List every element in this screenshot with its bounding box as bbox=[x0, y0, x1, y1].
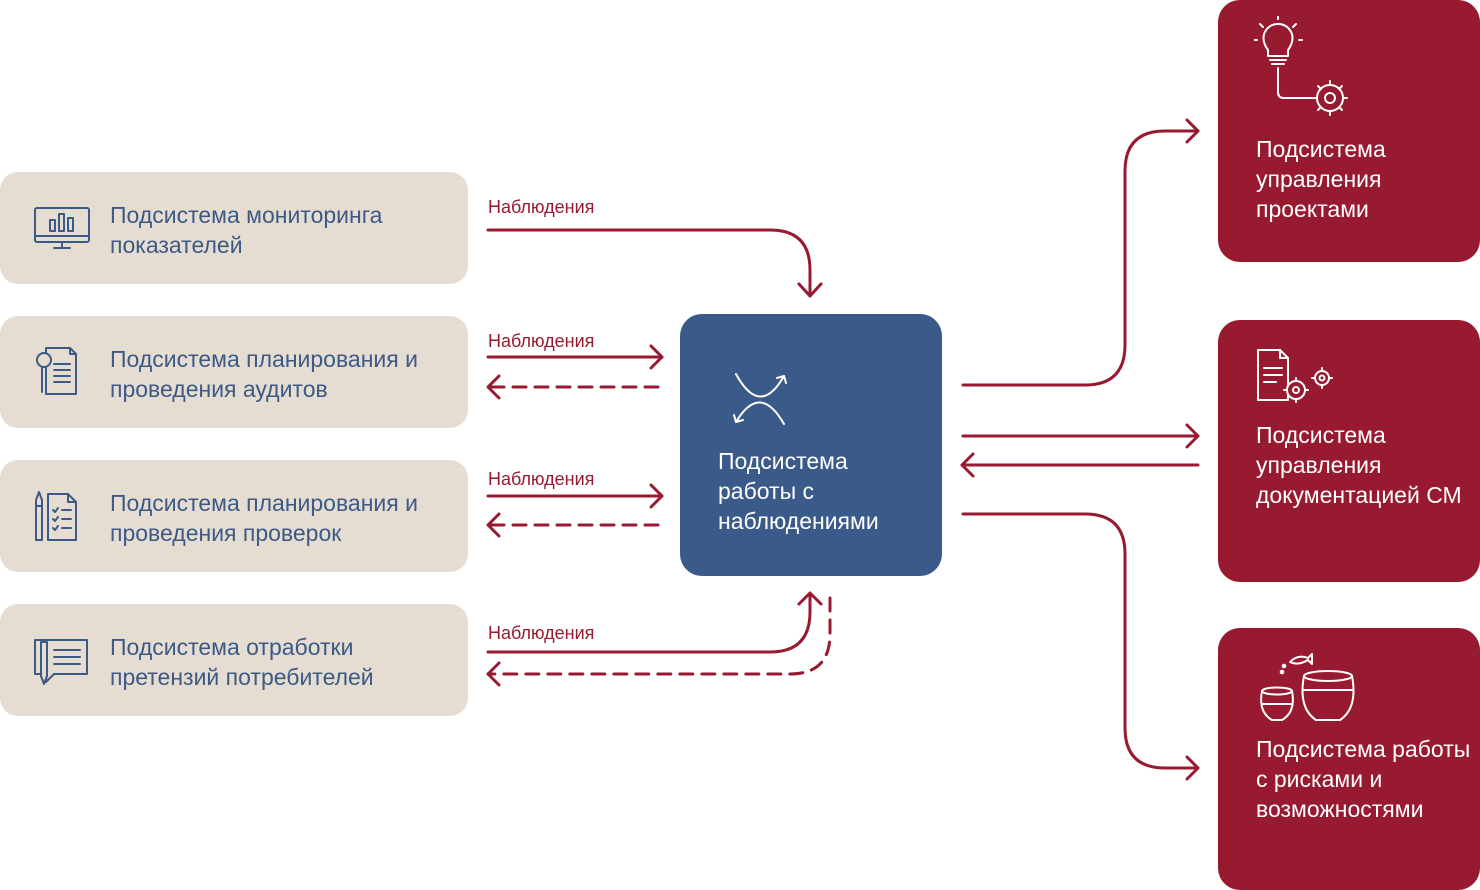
box-audits: Подсистема планирования и проведения ауд… bbox=[0, 316, 468, 428]
fishbowls-fish-icon bbox=[1260, 653, 1355, 721]
arrow-center-to-projects bbox=[961, 129, 1200, 387]
box-label: Подсистема управления проектами bbox=[1256, 136, 1386, 222]
box-projects: Подсистема управления проектами bbox=[1218, 0, 1480, 262]
box-label: Подсистема планирования и проведения про… bbox=[110, 490, 418, 546]
arrow-label: Наблюдения bbox=[488, 197, 595, 217]
arrow-label: Наблюдения bbox=[488, 331, 595, 351]
arrow-complaints-to-center bbox=[486, 592, 812, 654]
pencil-message-icon bbox=[34, 639, 88, 685]
box-documentation: Подсистема управления документацией СМ bbox=[1218, 320, 1480, 582]
arrow-label: Наблюдения bbox=[488, 469, 595, 489]
arrow-label: Наблюдения bbox=[488, 623, 595, 643]
box-label: Подсистема работы с рисками и возможност… bbox=[1256, 736, 1471, 822]
box-label: Подсистема мониторинга показателей bbox=[110, 202, 383, 258]
box-label: Подсистема планирования и проведения ауд… bbox=[110, 346, 418, 402]
box-label: Подсистема управления документацией СМ bbox=[1256, 422, 1462, 508]
box-label: Подсистема работы с наблюдениями bbox=[718, 448, 879, 534]
arrow-monitoring-to-center bbox=[486, 228, 812, 298]
box-checks: Подсистема планирования и проведения про… bbox=[0, 460, 468, 572]
box-complaints: Подсистема отработки претензий потребите… bbox=[0, 604, 468, 716]
box-observations: Подсистема работы с наблюдениями bbox=[680, 314, 942, 576]
lightbulb-gear-icon bbox=[1254, 16, 1348, 116]
box-label: Подсистема отработки претензий потребите… bbox=[110, 634, 374, 690]
box-risks: Подсистема работы с рисками и возможност… bbox=[1218, 628, 1480, 890]
exchange-curves-icon bbox=[733, 373, 787, 425]
document-gears-icon bbox=[1257, 349, 1333, 403]
monitor-chart-icon bbox=[34, 207, 90, 249]
pencil-checklist-icon bbox=[35, 491, 77, 541]
arrow-center-to-complaints-dashed bbox=[486, 596, 832, 676]
box-monitoring: Подсистема мониторинга показателей bbox=[0, 172, 468, 284]
arrow-center-to-risks bbox=[961, 512, 1200, 770]
document-magnifier-icon bbox=[36, 347, 77, 395]
